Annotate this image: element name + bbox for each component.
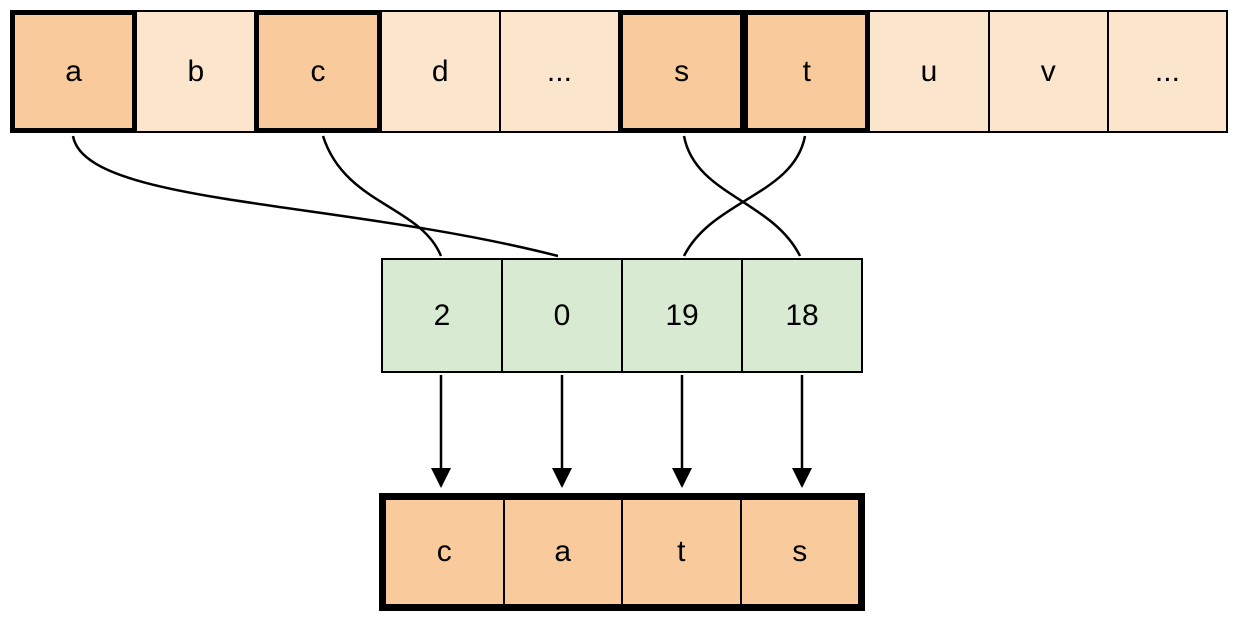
- index-cell-0: 0: [501, 258, 623, 373]
- alphabet-cell-ellipsis-2: ...: [1106, 10, 1229, 133]
- alphabet-cell-t: t: [743, 10, 871, 133]
- index-row: 2 0 19 18: [381, 258, 863, 373]
- alphabet-cell-b: b: [135, 10, 257, 133]
- result-cell-a: a: [502, 498, 623, 606]
- alphabet-cell-u: u: [868, 10, 990, 133]
- alphabet-cell-a: a: [10, 10, 138, 133]
- curve-a-to-0: [71, 135, 559, 258]
- alphabet-cell-s: s: [618, 10, 746, 133]
- alphabet-cell-c: c: [254, 10, 382, 133]
- result-row: c a t s: [379, 493, 865, 611]
- alphabet-cell-v: v: [987, 10, 1109, 133]
- result-cell-t: t: [621, 498, 742, 606]
- result-cell-s: s: [739, 498, 860, 606]
- curve-s-to-18: [682, 135, 802, 257]
- alphabet-cell-d: d: [379, 10, 501, 133]
- index-cell-2: 2: [381, 258, 503, 373]
- curve-t-to-19: [682, 135, 807, 257]
- index-cell-18: 18: [741, 258, 863, 373]
- alphabet-row: a b c d ... s t u v ...: [10, 10, 1229, 133]
- result-cell-c: c: [384, 498, 505, 606]
- alphabet-cell-ellipsis-1: ...: [498, 10, 621, 133]
- curve-c-to-2: [321, 135, 443, 257]
- index-cell-19: 19: [621, 258, 743, 373]
